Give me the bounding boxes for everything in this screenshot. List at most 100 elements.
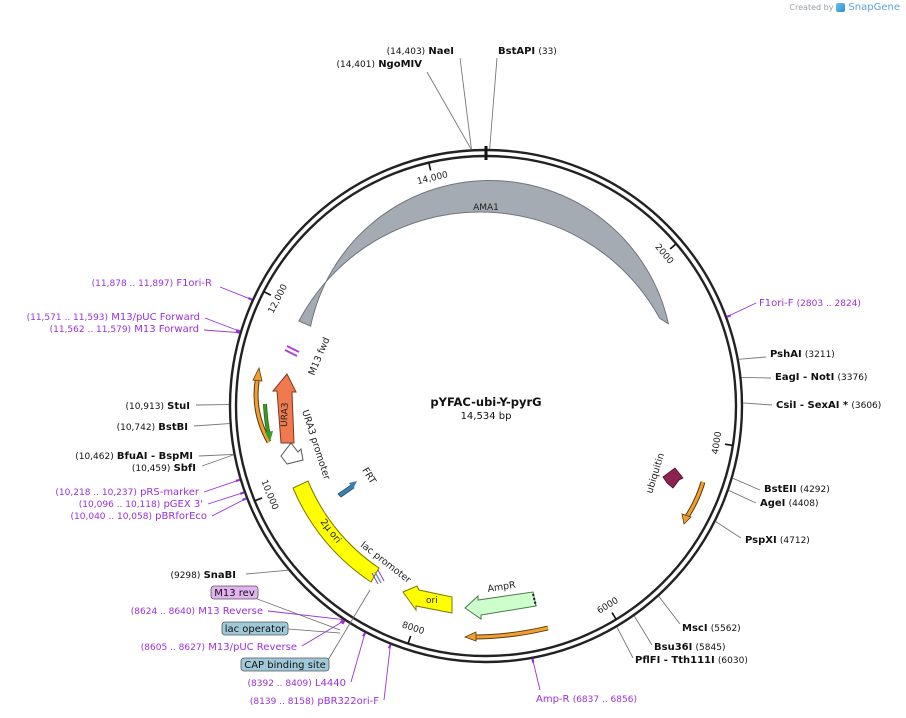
- enzyme-name: StuI: [167, 401, 190, 412]
- leader-line: [726, 302, 757, 318]
- enzyme-position: (33): [538, 47, 556, 57]
- enzyme-pflfi-tth111i[interactable]: PflFI - Tth111I (6030): [635, 655, 748, 666]
- enzyme-position: (14,401): [336, 60, 375, 70]
- created-by-label: Created by: [789, 3, 834, 12]
- enzyme-pshai[interactable]: PshAI (3211): [770, 349, 835, 360]
- leader-line: [738, 356, 767, 360]
- enzyme-name: NgoMIV: [378, 59, 422, 70]
- enzyme-pspxi[interactable]: PspXI (4712): [745, 535, 810, 546]
- leader-line: [728, 490, 757, 504]
- snapgene-logo-icon: [836, 3, 846, 12]
- tick-mark: [263, 290, 272, 296]
- tick-label: 8000: [400, 621, 425, 638]
- enzyme-name: NaeI: [428, 46, 454, 57]
- ubiquitin-feature[interactable]: ubiquitin: [644, 452, 684, 495]
- enzyme-ngomiv[interactable]: (14,401) NgoMIV: [336, 59, 422, 70]
- primer-f1ori-f[interactable]: F1ori-F (2803 .. 2824): [759, 298, 861, 309]
- primer-pgex-3[interactable]: (10,096 .. 10,118) pGEX 3': [79, 499, 203, 510]
- primer-f1ori-r[interactable]: (11,878 .. 11,897) F1ori-R: [92, 278, 212, 289]
- plasmid-name: pYFAC-ubi-Y-pyrG: [430, 395, 541, 409]
- enzyme-name: CsiI - SexAI *: [776, 400, 849, 411]
- feature-lac-operator[interactable]: lac operator: [221, 621, 289, 636]
- primer-m13-forward[interactable]: (11,562 .. 11,579) M13 Forward: [50, 324, 199, 335]
- ubiquitin-label: ubiquitin: [644, 452, 667, 495]
- tick-mark: [254, 497, 263, 502]
- leader-line: [658, 596, 681, 625]
- feature-cap-binding-site[interactable]: CAP binding site: [240, 657, 330, 672]
- leader-line: [267, 610, 344, 620]
- enzyme-name: AgeI: [760, 498, 785, 509]
- primer-site-mark: [387, 644, 392, 649]
- primer-m13-puc-reverse[interactable]: (8605 .. 8627) M13/pUC Reverse: [141, 642, 297, 653]
- enzyme-name: SbfI: [174, 463, 196, 474]
- tick-mark: [611, 612, 617, 620]
- two-micron-ori-feature[interactable]: 2µ ori: [292, 480, 380, 583]
- primer-l4440[interactable]: (8392 .. 8409) L4440: [248, 678, 347, 689]
- enzyme-stui[interactable]: (10,913) StuI: [125, 401, 190, 412]
- primer-m13-puc-forward[interactable]: (11,571 .. 11,593) M13/pUC Forward: [27, 312, 200, 323]
- leader-line: [715, 521, 742, 539]
- tick-label: 10,000: [258, 479, 279, 512]
- enzyme-bstapi[interactable]: BstAPI (33): [498, 46, 557, 57]
- feature-m13-rev[interactable]: M13 rev: [210, 585, 259, 600]
- enzyme-bsu36i[interactable]: Bsu36I (5845): [654, 642, 725, 653]
- enzyme-snabi[interactable]: (9298) SnaBI: [170, 570, 236, 581]
- enzyme-naei[interactable]: (14,403) NaeI: [387, 46, 454, 57]
- leader-line: [616, 626, 634, 659]
- leader-line: [532, 658, 541, 691]
- leader-line: [203, 479, 240, 493]
- primer-range: (11,571 .. 11,593): [27, 313, 108, 323]
- enzyme-position: (10,462): [75, 452, 114, 462]
- bottom-orange-arrow: [463, 625, 549, 642]
- ampr-feature[interactable]: AmpR: [464, 580, 537, 620]
- plasmid-size: 14,534 bp: [461, 411, 512, 422]
- enzyme-bstbi[interactable]: (10,742) BstBI: [117, 422, 188, 433]
- primer-range: (10,218 .. 10,237): [55, 488, 136, 498]
- ama1-feature[interactable]: AMA1: [298, 179, 670, 327]
- enzyme-position: (14,403): [387, 47, 426, 57]
- primer-range: (11,878 .. 11,897): [92, 279, 173, 289]
- enzyme-eagi-noti[interactable]: EagI - NotI (3376): [775, 372, 867, 383]
- m13-fwd-feature[interactable]: M13 fwd: [284, 336, 333, 377]
- primer-prs-marker[interactable]: (10,218 .. 10,237) pRS-marker: [55, 487, 199, 498]
- leader-line: [198, 453, 234, 457]
- enzyme-bsteii[interactable]: BstEII (4292): [764, 484, 830, 495]
- primer-name: M13/pUC Reverse: [208, 642, 297, 653]
- primer-site-mark: [235, 478, 241, 482]
- ura3-feature[interactable]: URA3: [271, 373, 297, 444]
- primer-range: (8624 .. 8640): [131, 607, 195, 617]
- ampr-label: AmpR: [487, 580, 517, 595]
- enzyme-position: (3376): [838, 373, 868, 383]
- enzyme-sbfi[interactable]: (10,459) SbfI: [132, 463, 196, 474]
- primer-site-mark: [726, 314, 732, 318]
- ura3-label: URA3: [280, 402, 291, 427]
- primer-pbrforeco[interactable]: (10,040 .. 10,058) pBRforEco: [71, 511, 207, 522]
- enzyme-msci[interactable]: MscI (5562): [682, 623, 741, 634]
- enzyme-agei[interactable]: AgeI (4408): [760, 498, 819, 509]
- enzyme-csii-sexai[interactable]: CsiI - SexAI * (3606): [776, 400, 881, 411]
- enzyme-position: (9298): [170, 571, 200, 581]
- primer-pbr322ori-f[interactable]: (8139 .. 8158) pBR322ori-F: [250, 696, 379, 707]
- leader-line: [211, 498, 247, 517]
- enzyme-bfuai-bspmi[interactable]: (10,462) BfuAI - BspMI: [75, 451, 193, 462]
- frt-label: FRT: [359, 466, 378, 487]
- right-orange-arrow: [681, 481, 706, 525]
- enzyme-name: PflFI - Tth111I: [635, 655, 715, 666]
- tick-label: 14,000: [416, 170, 449, 187]
- primer-site-mark: [341, 619, 346, 625]
- primer-site-mark: [247, 297, 253, 301]
- snapgene-watermark: Created by SnapGene: [789, 2, 900, 13]
- snapgene-label: SnapGene: [848, 2, 900, 13]
- leader-line: [301, 620, 345, 647]
- primer-range: (10,040 .. 10,058): [71, 512, 152, 522]
- frt-feature[interactable]: FRT: [337, 466, 378, 498]
- primer-site-mark: [235, 329, 241, 333]
- primer-range: (8139 .. 8158): [250, 697, 314, 707]
- primer-amp-r[interactable]: Amp-R (6837 .. 6856): [536, 694, 637, 705]
- ori-feature[interactable]: ori: [402, 585, 453, 614]
- primer-m13-reverse[interactable]: (8624 .. 8640) M13 Reverse: [131, 606, 263, 617]
- leader-line: [732, 477, 761, 491]
- ama1-label: AMA1: [473, 203, 499, 213]
- enzyme-name: Bsu36I: [654, 642, 692, 653]
- tick-label: 6000: [596, 596, 621, 617]
